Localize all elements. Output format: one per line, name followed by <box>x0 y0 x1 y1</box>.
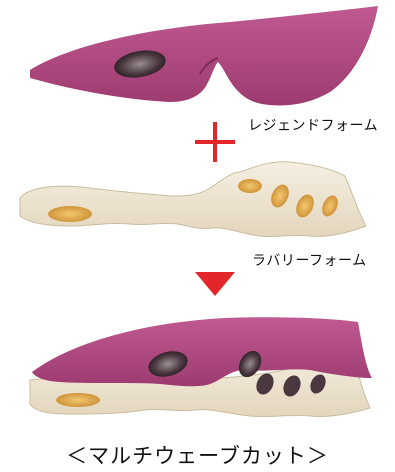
legend-foam-top-shape <box>30 6 378 106</box>
combined-foam-yellow-hole <box>56 393 100 407</box>
rubbery-foam-middle-hole-1 <box>238 179 262 193</box>
rubbery-foam-middle <box>20 162 366 237</box>
plus-icon <box>195 122 235 162</box>
rubbery-foam-middle-shape <box>20 162 366 237</box>
triangle-down-icon <box>195 272 235 296</box>
rubbery-foam-label: ラバリーフォーム <box>252 250 367 270</box>
combined-foam-bottom <box>30 317 372 416</box>
legend-foam-label: レジェンドフォーム <box>248 115 378 135</box>
legend-foam-top <box>30 6 378 106</box>
rubbery-foam-middle-hole-left <box>48 206 92 222</box>
caption: ＜マルチウェーブカット＞ <box>0 440 395 470</box>
